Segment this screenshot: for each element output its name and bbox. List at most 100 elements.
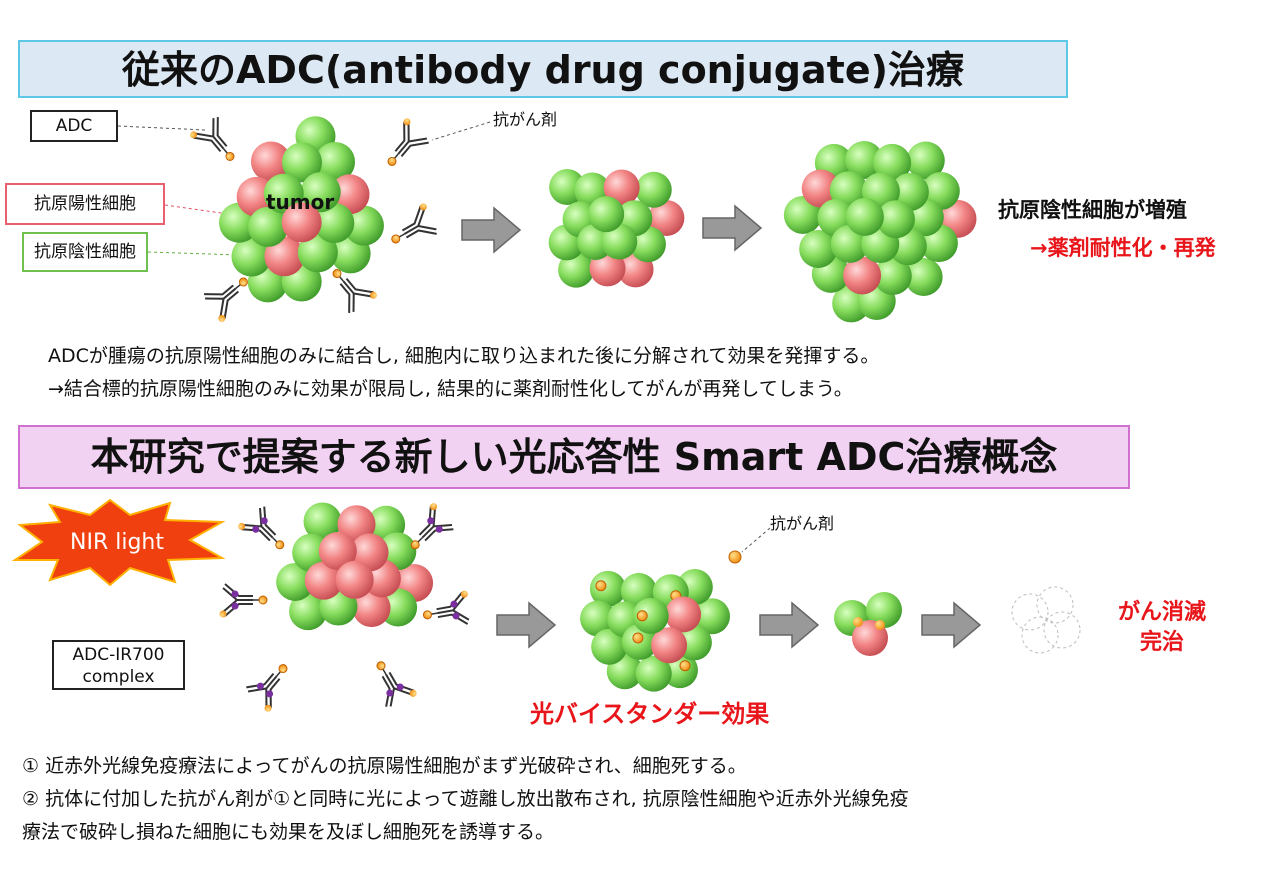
- negative-cell: [845, 197, 884, 236]
- negative-cell: [580, 600, 617, 637]
- adc-ir700-antibody-icon: [410, 503, 454, 550]
- drug-particle: [679, 660, 691, 672]
- ghost-cell: [1036, 586, 1074, 624]
- negative-cell: [303, 502, 342, 541]
- adc-antibody-icon: [332, 269, 377, 313]
- desc-line: ② 抗体に付加した抗がん剤が①と同時に光によって遊離し放出散布され, 抗原陰性細…: [22, 788, 909, 810]
- ghost-cell: [1021, 616, 1059, 654]
- process-arrow-3: [496, 601, 557, 649]
- cells-layer: [219, 116, 1081, 692]
- positive-cell: [665, 596, 702, 633]
- ghost-cell: [1043, 611, 1081, 649]
- process-arrow-1: [461, 206, 522, 254]
- negative-cell: [845, 141, 884, 180]
- result-text-2: →薬剤耐性化・再発: [1030, 236, 1216, 260]
- positive-cell: [648, 199, 685, 236]
- adc-ir700-antibody-icon: [246, 664, 288, 712]
- process-arrow-2: [702, 204, 763, 252]
- section1-description: ADCが腫瘍の抗原陽性細胞のみに結合し, 細胞内に取り込まれた後に分解されて効果…: [48, 340, 879, 406]
- negative-cell: [693, 598, 730, 635]
- negative-cell: [904, 257, 943, 296]
- positive-cell-label: 抗原陽性細胞: [5, 183, 165, 225]
- negative-cell: [601, 223, 638, 260]
- adc-ir700-antibody-icon: [422, 590, 470, 625]
- positive-cell: [318, 532, 357, 571]
- drug-particle: [875, 620, 885, 630]
- negative-cell: [588, 196, 625, 233]
- negative-cell: [297, 232, 338, 273]
- negative-cell: [558, 251, 595, 288]
- negative-cell: [248, 206, 289, 247]
- negative-cell: [314, 202, 355, 243]
- desc-line: →結合標的抗原陽性細胞のみに効果が限局し, 結果的に薬剤耐性化してがんが再発して…: [48, 378, 853, 400]
- bystander-label: 光バイスタンダー効果: [530, 700, 770, 728]
- drug-particle: [853, 617, 863, 627]
- positive-cell: [603, 169, 640, 206]
- negative-cell: [231, 236, 272, 277]
- cure-line: 完治: [1139, 630, 1184, 655]
- drug-particle: [595, 580, 607, 592]
- negative-cell: [876, 200, 915, 239]
- result-text-1: 抗原陰性細胞が増殖: [998, 198, 1187, 222]
- positive-cell: [335, 560, 374, 599]
- adc-antibody-icon: [204, 277, 248, 322]
- negative-cell: [289, 592, 328, 631]
- adc-antibody-icon: [391, 203, 437, 244]
- cure-line: がん消滅: [1117, 600, 1206, 625]
- negative-cell: [635, 171, 672, 208]
- drug-particle: [636, 610, 648, 622]
- negative-cell: [300, 172, 341, 213]
- negative-cell: [591, 628, 628, 665]
- desc-line: 療法で破砕し損ねた細胞にも効果を及ぼし細胞死を誘導する。: [22, 821, 555, 843]
- tumor-label: tumor: [266, 190, 335, 214]
- negative-cell: [379, 588, 418, 627]
- negative-cell-label: 抗原陰性細胞: [22, 232, 148, 272]
- positive-cell: [801, 169, 840, 208]
- negative-cell: [276, 562, 315, 601]
- positive-cell: [264, 236, 305, 277]
- cure-label: がん消滅 完治: [1112, 598, 1212, 658]
- drug-leader-line: [431, 121, 491, 141]
- positive-cell: [843, 256, 882, 295]
- negative-cell: [263, 173, 304, 214]
- adc-leader-line: [117, 125, 206, 131]
- drug-label: 抗がん剤: [493, 110, 558, 129]
- arrows-layer: [461, 204, 982, 649]
- negative-cell: [632, 597, 669, 634]
- section1-title: 従来のADC(antibody drug conjugate)治療: [18, 40, 1068, 98]
- negative-cell: [343, 205, 384, 246]
- drug-particle: [728, 550, 742, 564]
- complex-line: ADC-IR700: [72, 645, 165, 665]
- positive-cell: [352, 589, 391, 628]
- adc-label: ADC: [30, 110, 118, 142]
- complex-line: complex: [82, 667, 155, 687]
- adc-ir700-antibody-icon: [238, 506, 285, 550]
- negative-cell: [635, 655, 672, 692]
- ghost-cell: [1011, 593, 1049, 631]
- adc-antibody-icon: [190, 117, 235, 161]
- antibodies-layer: [190, 117, 470, 712]
- nir-light-burst: [11, 498, 226, 587]
- drug-label-2: 抗がん剤: [770, 514, 835, 533]
- adc-ir700-antibody-icon: [219, 583, 268, 618]
- tumor-cluster-2: [548, 169, 685, 288]
- drug-leader-line-2: [741, 527, 771, 553]
- tumor-cluster-5: [580, 569, 730, 692]
- section2-description: ① 近赤外光線免疫療法によってがんの抗原陽性細胞がまず光破砕され、細胞死する。 …: [22, 750, 909, 849]
- desc-line: ① 近赤外光線免疫療法によってがんの抗原陽性細胞がまず光破砕され、細胞死する。: [22, 755, 747, 777]
- tumor-cluster-4: [276, 502, 434, 631]
- adc-ir700-antibody-icon: [376, 661, 417, 707]
- negative-cell: [315, 141, 356, 182]
- destroyed-cells: [1011, 586, 1081, 654]
- negative-cell: [873, 256, 912, 295]
- positive-cell: [337, 505, 376, 544]
- cell: [866, 592, 902, 628]
- desc-line: ADCが腫瘍の抗原陽性細胞のみに結合し, 細胞内に取り込まれた後に分解されて効果…: [48, 345, 880, 367]
- negative-cell: [799, 229, 838, 268]
- positive-cell: [250, 141, 291, 182]
- negative-cell: [281, 142, 322, 183]
- tumor-cluster-6: [834, 592, 902, 656]
- negative-cell: [589, 570, 626, 607]
- positive-cell: [651, 627, 688, 664]
